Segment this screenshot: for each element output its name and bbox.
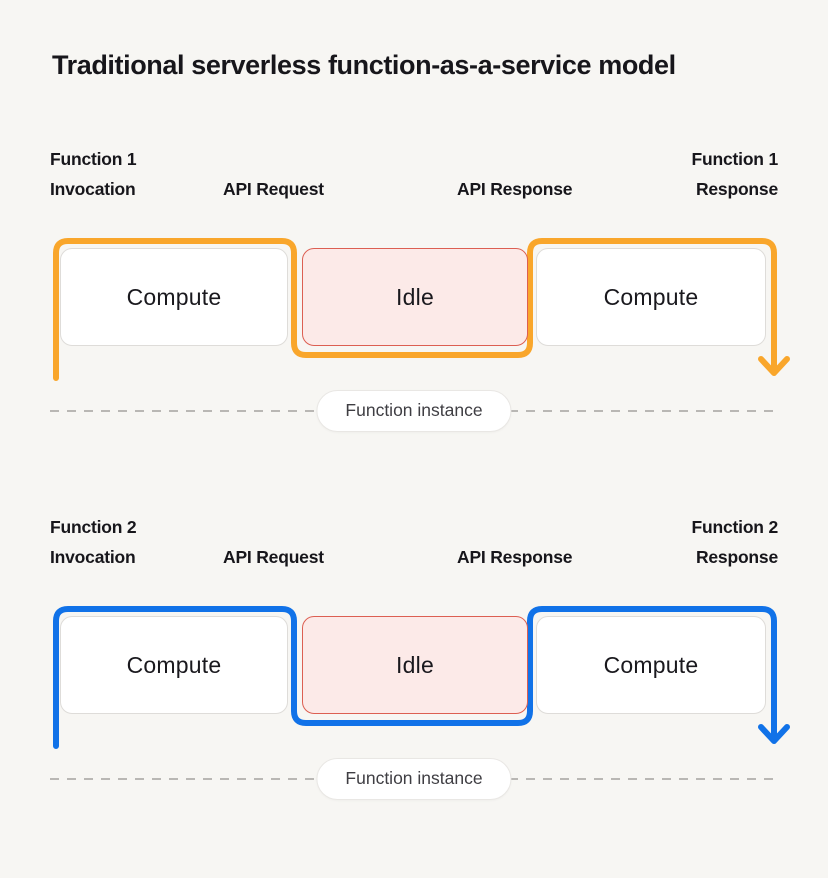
- function-instance-pill: Function instance: [316, 390, 512, 432]
- function-1-section: Function 1 Invocation API Request API Re…: [0, 132, 828, 432]
- idle-box: Idle: [302, 616, 528, 714]
- function-1-response-label: Function 1 Response: [691, 144, 779, 204]
- compute-box-2: Compute: [536, 616, 766, 714]
- function-2-response-label: Function 2 Response: [691, 512, 779, 572]
- invocation-label-line2: Invocation: [50, 547, 136, 567]
- page-title: Traditional serverless function-as-a-ser…: [52, 50, 676, 80]
- arrow-down-head-icon: [758, 356, 790, 376]
- response-label-line2: Response: [695, 547, 778, 567]
- response-label-line1: Function 2: [691, 517, 779, 537]
- api-response-label: API Response: [457, 179, 573, 199]
- function-2-flow-arrow: [53, 606, 790, 749]
- flow-arrow-path: [53, 606, 777, 749]
- api-request-label: API Request: [223, 179, 324, 199]
- compute-box-1: Compute: [60, 616, 288, 714]
- function-2-invocation-label: Function 2 Invocation: [50, 512, 137, 572]
- api-request-label: API Request: [223, 547, 324, 567]
- function-instance-pill: Function instance: [316, 758, 512, 800]
- compute-box-1: Compute: [60, 248, 288, 346]
- invocation-label-line2: Invocation: [50, 179, 136, 199]
- function-1-invocation-label: Function 1 Invocation: [50, 144, 137, 204]
- arrow-down-head-icon: [758, 724, 790, 744]
- flow-arrow-path: [53, 238, 777, 381]
- idle-box: Idle: [302, 248, 528, 346]
- invocation-label-line1: Function 1: [50, 149, 137, 169]
- invocation-label-line1: Function 2: [50, 517, 137, 537]
- function-1-flow-arrow: [53, 238, 790, 381]
- response-label-line2: Response: [695, 179, 778, 199]
- compute-box-2: Compute: [536, 248, 766, 346]
- function-2-section: Function 2 Invocation API Request API Re…: [0, 500, 828, 800]
- api-response-label: API Response: [457, 547, 573, 567]
- response-label-line1: Function 1: [691, 149, 779, 169]
